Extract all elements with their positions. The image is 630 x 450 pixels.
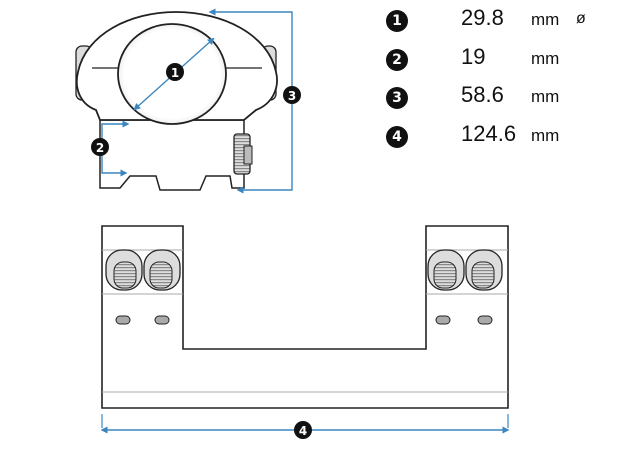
legend-number: 1: [386, 10, 408, 32]
legend-number: 3: [386, 87, 408, 110]
legend-unit: mm: [531, 126, 560, 146]
legend-unit: mm: [531, 10, 560, 29]
legend-value: 58.6: [461, 82, 504, 108]
callout-3: 3: [283, 86, 301, 104]
callout-1: 1: [166, 63, 184, 81]
legend-unit: mm: [531, 87, 560, 107]
legend-unit: mm: [531, 48, 560, 68]
ring-side-view: [75, 11, 278, 191]
callout-1-label: 1: [171, 66, 179, 80]
callout-2: 2: [91, 138, 109, 156]
diameter-symbol: ø: [576, 10, 586, 27]
callout-4: 4: [294, 421, 312, 439]
left-block-screws: [105, 249, 181, 325]
legend-value: 124.6: [461, 121, 517, 147]
legend-number: 4: [386, 126, 408, 149]
callout-2-label: 2: [96, 141, 104, 155]
ring-base: [99, 119, 245, 191]
mount-body: [101, 225, 509, 409]
legend-value: 19: [461, 43, 486, 69]
callout-3-label: 3: [288, 89, 296, 103]
mount-front-view: [101, 225, 509, 409]
legend-number: 2: [386, 48, 408, 71]
callout-4-label: 4: [299, 424, 307, 438]
right-block-screws: [427, 249, 503, 325]
legend-value: 29.8: [461, 5, 504, 30]
